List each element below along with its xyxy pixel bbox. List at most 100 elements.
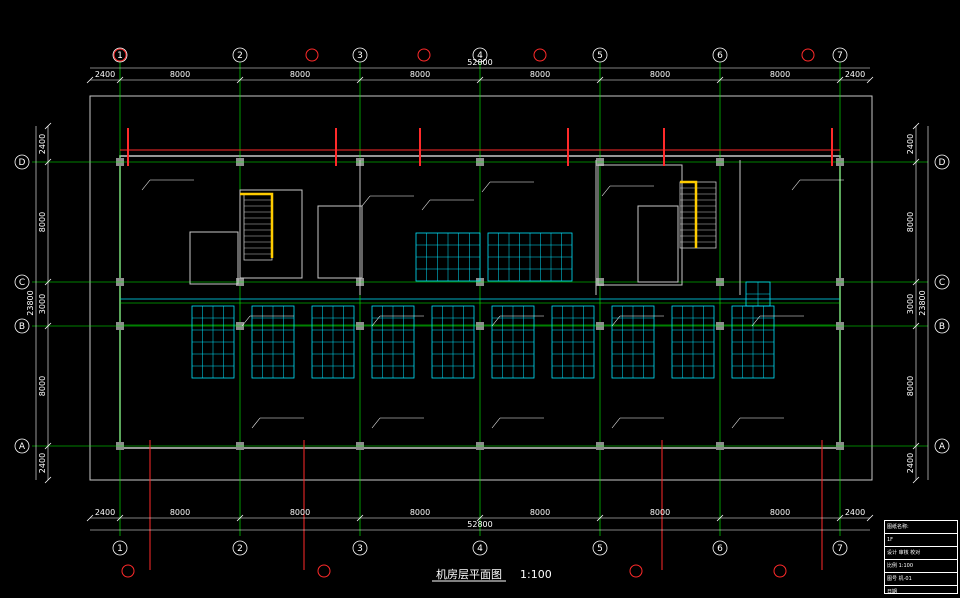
dimension-top: 8000: [170, 70, 190, 79]
note-leader: [361, 195, 371, 207]
title-block-row: 日期: [887, 589, 898, 595]
axis-label-row: D: [939, 158, 946, 168]
axis-bubble: [352, 540, 368, 556]
axis-bubble: [592, 540, 608, 556]
note-leader: [791, 179, 801, 191]
note-leader: [731, 417, 741, 429]
dimension-tick: [44, 322, 52, 330]
dimension-tick: [836, 76, 844, 84]
note-leader: [601, 185, 611, 197]
axis-bubble: [352, 47, 368, 63]
alarm-symbol: [629, 564, 643, 578]
dimension-tick: [44, 278, 52, 286]
dimension-left: 8000: [38, 376, 47, 396]
cabinet-block: [731, 305, 775, 379]
cabinet-block: [487, 232, 573, 282]
dimension-left: 2400: [38, 453, 47, 473]
cabinet-block: [745, 281, 771, 307]
axis-bubble: [712, 47, 728, 63]
axis-bubble: [472, 47, 488, 63]
axis-label-col: 5: [597, 544, 603, 554]
dimension-right: 8000: [906, 376, 915, 396]
dimension-top: 8000: [650, 70, 670, 79]
dimension-left: 3000: [38, 294, 47, 314]
dimension-tick: [44, 442, 52, 450]
dimension-top: 8000: [410, 70, 430, 79]
alarm-symbol: [121, 564, 135, 578]
dimension-tick: [836, 514, 844, 522]
dimension-top: 8000: [770, 70, 790, 79]
axis-bubble: [232, 540, 248, 556]
dimension-tick: [866, 76, 874, 84]
axis-bubble: [592, 47, 608, 63]
sheet-frame: [89, 95, 873, 481]
dimension-tick: [86, 514, 94, 522]
dimension-right: 2400: [906, 134, 915, 154]
title-block: 图纸名称: 1F 设计 审核 校对 比例 1:100 图号 机-01 日期: [884, 520, 958, 595]
dimension-left: 2400: [38, 134, 47, 154]
axis-label-col: 6: [717, 544, 723, 554]
axis-label-col: 4: [477, 544, 483, 554]
axis-bubble: [832, 47, 848, 63]
title-block-row: 比例 1:100: [885, 560, 957, 573]
cabinet-block: [431, 305, 475, 379]
dimension-right: 8000: [906, 212, 915, 232]
note-leader: [491, 417, 501, 429]
axis-bubble: [832, 540, 848, 556]
cabinet-block: [491, 305, 535, 379]
alarm-symbol: [773, 564, 787, 578]
axis-label-col: 4: [477, 51, 483, 61]
axis-label-row: B: [939, 322, 945, 332]
cabinet-block: [191, 305, 235, 379]
note-leader: [241, 315, 251, 327]
dimension-bottom: 8000: [650, 508, 670, 517]
axis-label-col: 2: [237, 51, 243, 61]
dimension-tick: [912, 322, 920, 330]
dimension-lines: 2400 8000 8000 8000 8000 8000 8000 2400 52800 240…: [26, 58, 929, 531]
dimension-tick: [912, 442, 920, 450]
stair-left: [240, 192, 274, 261]
dimension-tick: [596, 76, 604, 84]
alarm-symbol: [801, 48, 815, 62]
axis-label-row: A: [19, 442, 26, 452]
axis-label-col: 1: [117, 51, 123, 61]
dimension-tick: [866, 514, 874, 522]
dimension-tick: [912, 476, 920, 484]
dimension-bottom: 8000: [530, 508, 550, 517]
dimension-tick: [44, 122, 52, 130]
axis-bubble: [112, 47, 128, 63]
axis-bubble: [14, 438, 30, 454]
dimension-top-total: 52800: [467, 58, 492, 67]
dimension-tick: [476, 76, 484, 84]
dimension-bottom: 2400: [845, 508, 865, 517]
dimension-top: 2400: [95, 70, 115, 79]
dimension-tick: [86, 76, 94, 84]
note-leader: [141, 179, 151, 191]
dimension-tick: [912, 158, 920, 166]
drawing-title: 机房层平面图: [436, 567, 502, 581]
dimension-tick: [356, 514, 364, 522]
axis-bubble: [934, 274, 950, 290]
stair-right: [679, 180, 717, 249]
dimension-bottom: 8000: [410, 508, 430, 517]
dimension-tick: [716, 76, 724, 84]
dimension-top: 8000: [530, 70, 550, 79]
axis-bubble: [934, 154, 950, 170]
cabinet-block: [311, 305, 355, 379]
axis-label-col: 7: [837, 544, 843, 554]
cabinet-block: [415, 232, 481, 282]
axis-label-row: A: [939, 442, 946, 452]
cabinet-block: [371, 305, 415, 379]
axis-bubble: [14, 274, 30, 290]
axis-label-col: 3: [357, 51, 363, 61]
axis-bubble: [232, 47, 248, 63]
axis-label-col: 6: [717, 51, 723, 61]
axis-bubble: [14, 154, 30, 170]
dimension-tick: [356, 76, 364, 84]
cabinet-block: [251, 305, 295, 379]
annotation-notes: [141, 179, 844, 429]
title-block-row: 1F: [885, 534, 957, 547]
dimension-tick: [116, 76, 124, 84]
axis-bubble: [934, 438, 950, 454]
